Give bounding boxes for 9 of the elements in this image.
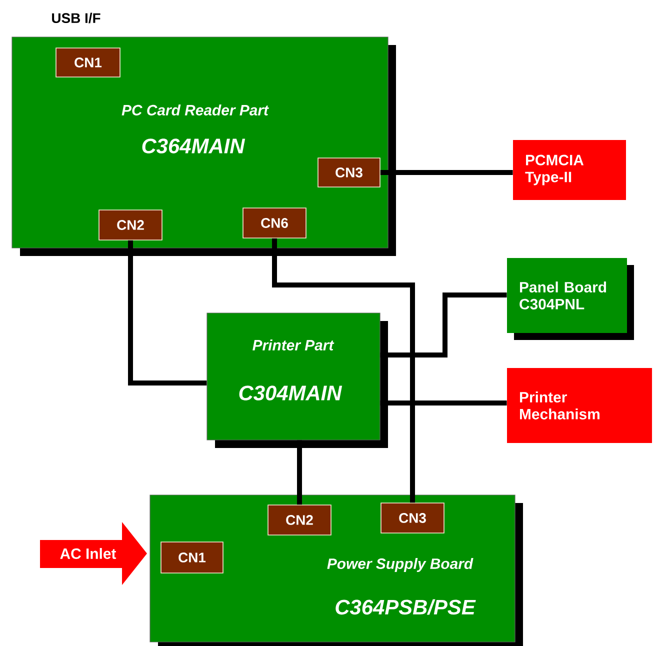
wire [380, 292, 507, 358]
wire [380, 170, 513, 175]
wire [380, 400, 507, 406]
module-box: Printer Mechanism [507, 368, 652, 443]
wire [128, 240, 207, 386]
circuit-board: Panel Board C304PNL [507, 258, 634, 340]
board-caption: USB I/F [52, 12, 100, 24]
module-box: PCMCIA Type-II [513, 140, 626, 200]
wire [297, 440, 302, 505]
